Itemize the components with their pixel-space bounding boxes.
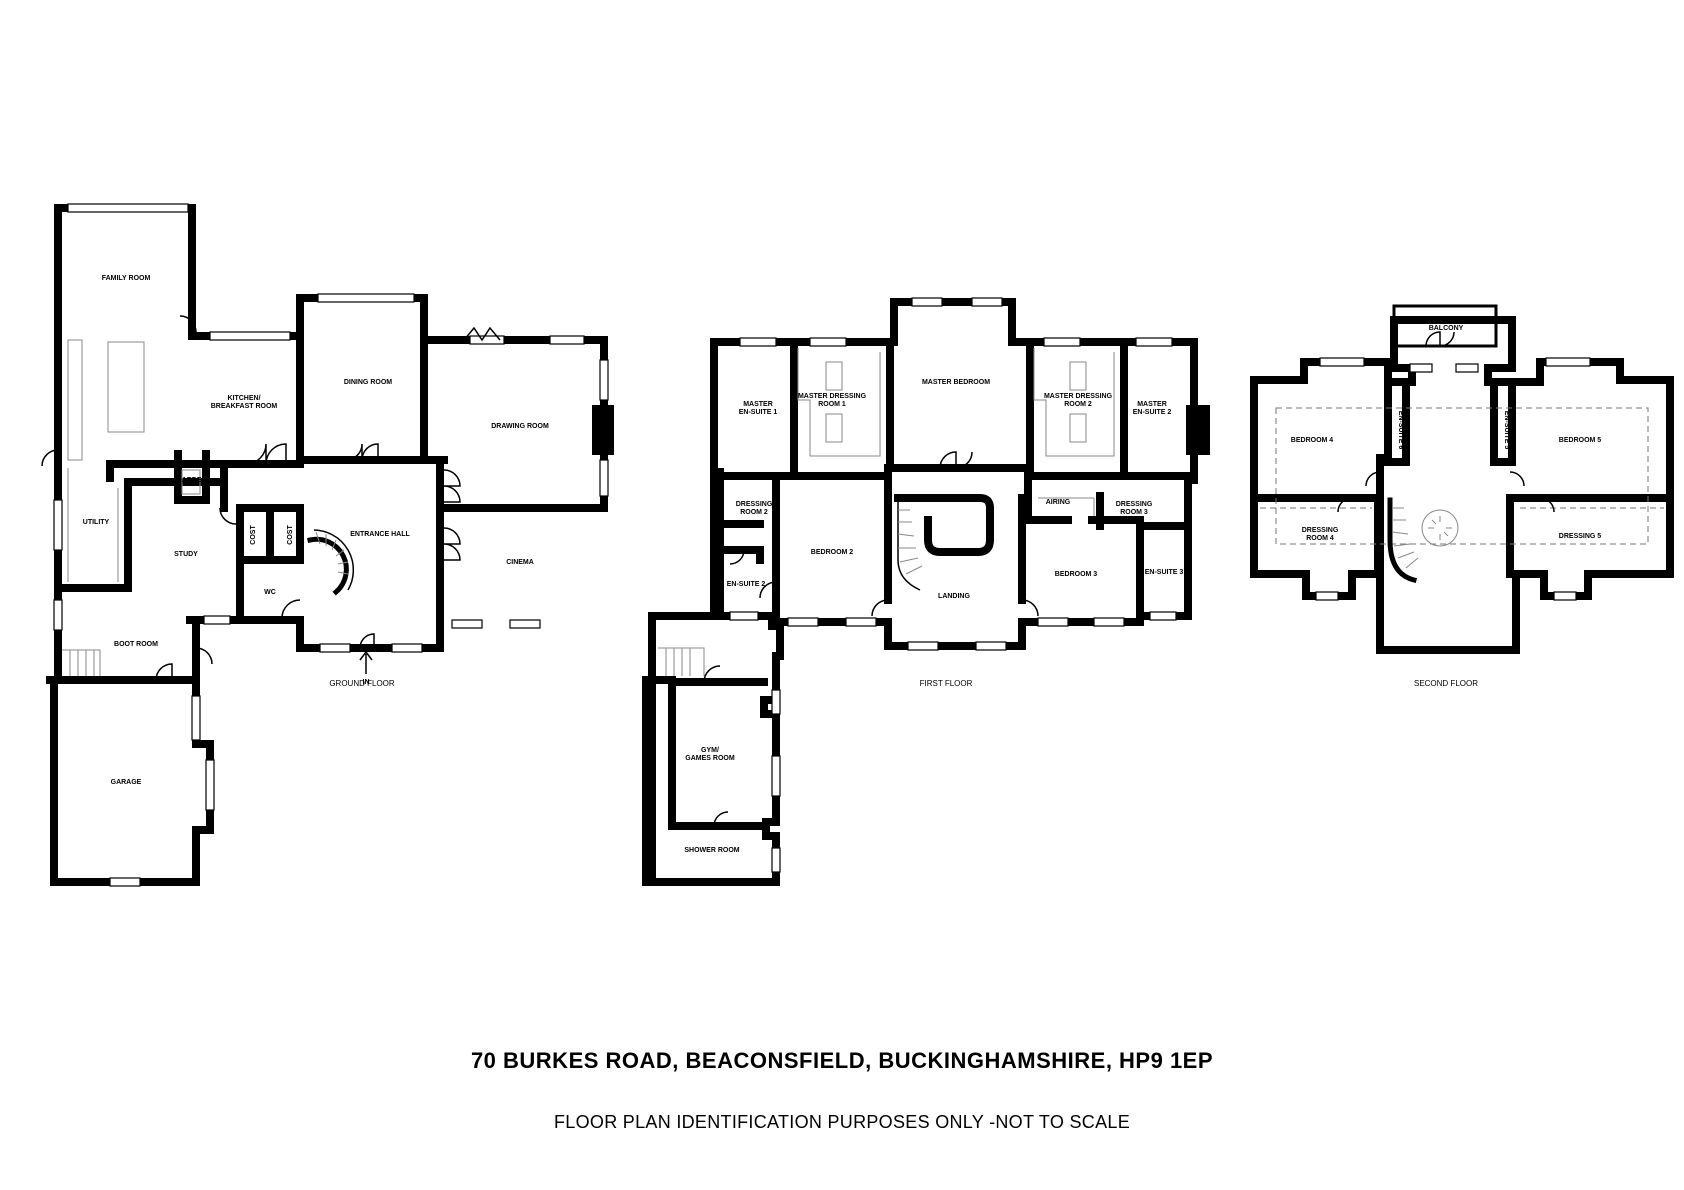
entry-label: IN bbox=[363, 679, 370, 686]
room-label-bedroom-3: BEDROOM 3 bbox=[1055, 571, 1098, 578]
room-label-dining-room: DINING ROOM bbox=[344, 379, 392, 386]
floor-label-ground: GROUND FLOOR bbox=[329, 679, 395, 688]
room-label-ensuite-5: EN-SUITE 5 bbox=[1503, 411, 1510, 450]
disclaimer-text: FLOOR PLAN IDENTIFICATION PURPOSES ONLY … bbox=[553, 1112, 1131, 1132]
room-label-larder: LARDER bbox=[177, 477, 206, 484]
room-label-garage: GARAGE bbox=[111, 779, 142, 786]
room-label-landing: LANDING bbox=[938, 593, 970, 600]
floor-label-second: SECOND FLOOR bbox=[1414, 679, 1478, 688]
ground-floor-plan bbox=[41, 203, 614, 887]
room-label-master-dressing-1b: ROOM 1 bbox=[818, 401, 846, 408]
room-label-balcony: BALCONY bbox=[1429, 325, 1464, 332]
room-label-master-ensuite-2b: EN-SUITE 2 bbox=[1133, 409, 1172, 416]
room-label-master-ensuite-1a: MASTER bbox=[743, 401, 773, 408]
room-label-dressing-5: DRESSING 5 bbox=[1559, 533, 1602, 540]
first-floor-labels: MASTER EN-SUITE 1 MASTER DRESSING ROOM 1… bbox=[684, 379, 1183, 854]
room-label-study: STUDY bbox=[174, 551, 198, 558]
ground-floor-labels: FAMILY ROOM KITCHEN/ BREAKFAST ROOM DINI… bbox=[83, 275, 549, 786]
room-label-utility: UTILITY bbox=[83, 519, 110, 526]
room-label-airing: AIRING bbox=[1046, 499, 1071, 506]
property-address-title: 70 BURKES ROAD, BEACONSFIELD, BUCKINGHAM… bbox=[470, 1048, 1214, 1073]
room-label-kitchen-1: KITCHEN/ bbox=[227, 395, 260, 402]
room-label-master-dressing-2a: MASTER DRESSING bbox=[1044, 393, 1113, 400]
room-label-gym-a: GYM/ bbox=[701, 747, 719, 754]
room-label-bedroom-5: BEDROOM 5 bbox=[1559, 437, 1602, 444]
room-label-dressing-4b: ROOM 4 bbox=[1306, 535, 1334, 542]
room-label-family-room: FAMILY ROOM bbox=[102, 275, 151, 282]
room-label-entrance-hall: ENTRANCE HALL bbox=[350, 531, 410, 538]
room-label-gym-b: GAMES ROOM bbox=[685, 755, 735, 762]
room-label-ensuite-6: EN-SUITE 6 bbox=[1397, 411, 1404, 450]
room-label-bedroom-2: BEDROOM 2 bbox=[811, 549, 854, 556]
room-label-dressing-2a: DRESSING bbox=[736, 501, 773, 508]
room-label-master-bedroom: MASTER BEDROOM bbox=[922, 379, 990, 386]
room-label-master-ensuite-1b: EN-SUITE 1 bbox=[739, 409, 778, 416]
room-label-shower-room: SHOWER ROOM bbox=[684, 847, 739, 854]
room-label-boot-room: BOOT ROOM bbox=[114, 641, 158, 648]
room-label-drawing-room: DRAWING ROOM bbox=[491, 423, 549, 430]
room-label-master-ensuite-2a: MASTER bbox=[1137, 401, 1167, 408]
room-label-master-dressing-2b: ROOM 2 bbox=[1064, 401, 1092, 408]
room-label-dressing-3b: ROOM 3 bbox=[1120, 509, 1148, 516]
room-label-cinema: CINEMA bbox=[506, 559, 534, 566]
floor-label-first: FIRST FLOOR bbox=[920, 679, 973, 688]
room-label-cost-1: COST bbox=[250, 525, 257, 545]
room-label-bedroom-4: BEDROOM 4 bbox=[1291, 437, 1334, 444]
room-label-wc: WC bbox=[264, 589, 276, 596]
room-label-ensuite-3: EN-SUITE 3 bbox=[1145, 569, 1184, 576]
room-label-master-dressing-1a: MASTER DRESSING bbox=[798, 393, 867, 400]
room-label-dressing-4a: DRESSING bbox=[1302, 527, 1339, 534]
second-floor-labels: BALCONY BEDROOM 4 EN-SUITE 6 EN-SUITE 5 … bbox=[1291, 325, 1602, 688]
room-label-ensuite-2: EN-SUITE 2 bbox=[727, 581, 766, 588]
second-floor-plan bbox=[1250, 304, 1674, 654]
first-floor-plan bbox=[642, 297, 1210, 886]
room-label-dressing-2b: ROOM 2 bbox=[740, 509, 768, 516]
room-label-cost-2: COST bbox=[287, 525, 294, 545]
room-label-kitchen-2: BREAKFAST ROOM bbox=[211, 403, 278, 410]
room-label-dressing-3a: DRESSING bbox=[1116, 501, 1153, 508]
